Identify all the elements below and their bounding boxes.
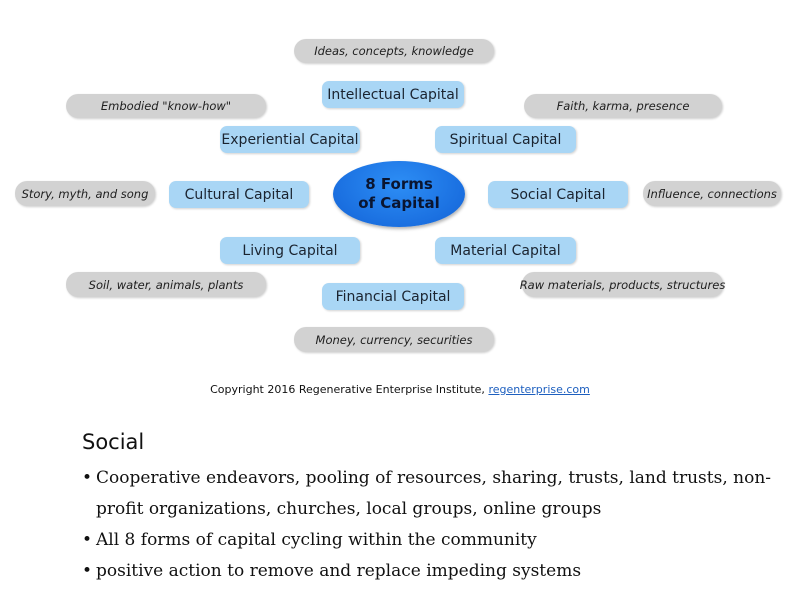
list-item: • positive action to remove and replace … (82, 556, 782, 587)
experiential-capital: Experiential Capital (220, 126, 360, 153)
cultural-capital: Cultural Capital (169, 181, 309, 208)
center-node-line2: of Capital (358, 194, 440, 212)
cultural-description: Story, myth, and song (15, 181, 155, 206)
list-item: • All 8 forms of capital cycling within … (82, 525, 782, 556)
list-item: • Cooperative endeavors, pooling of reso… (82, 463, 782, 525)
financial-description: Money, currency, securities (294, 327, 494, 352)
center-node-line1: 8 Forms (365, 175, 433, 193)
copyright-link[interactable]: regenterprise.com (488, 383, 590, 396)
material-capital: Material Capital (435, 237, 576, 264)
bullet-text: positive action to remove and replace im… (96, 561, 582, 581)
bullet-list: • Cooperative endeavors, pooling of reso… (82, 463, 782, 587)
copyright-text: Copyright 2016 Regenerative Enterprise I… (210, 383, 489, 396)
living-description: Soil, water, animals, plants (66, 272, 266, 297)
bullet-text: All 8 forms of capital cycling within th… (96, 530, 537, 550)
center-node: 8 Forms of Capital (333, 161, 465, 227)
spiritual-description: Faith, karma, presence (524, 94, 722, 118)
section-heading: Social (82, 430, 145, 454)
bullet-dot: • (82, 561, 93, 581)
intellectual-description: Ideas, concepts, knowledge (294, 39, 494, 63)
bullet-text: Cooperative endeavors, pooling of resour… (96, 468, 772, 519)
intellectual-capital: Intellectual Capital (322, 81, 464, 108)
experiential-description: Embodied "know-how" (66, 94, 266, 118)
copyright-line: Copyright 2016 Regenerative Enterprise I… (0, 383, 800, 396)
financial-capital: Financial Capital (322, 283, 464, 310)
social-description: Influence, connections (643, 181, 781, 206)
bullet-dot: • (82, 468, 93, 488)
social-capital: Social Capital (488, 181, 628, 208)
bullet-dot: • (82, 530, 93, 550)
living-capital: Living Capital (220, 237, 360, 264)
spiritual-capital: Spiritual Capital (435, 126, 576, 153)
material-description: Raw materials, products, structures (520, 272, 725, 297)
